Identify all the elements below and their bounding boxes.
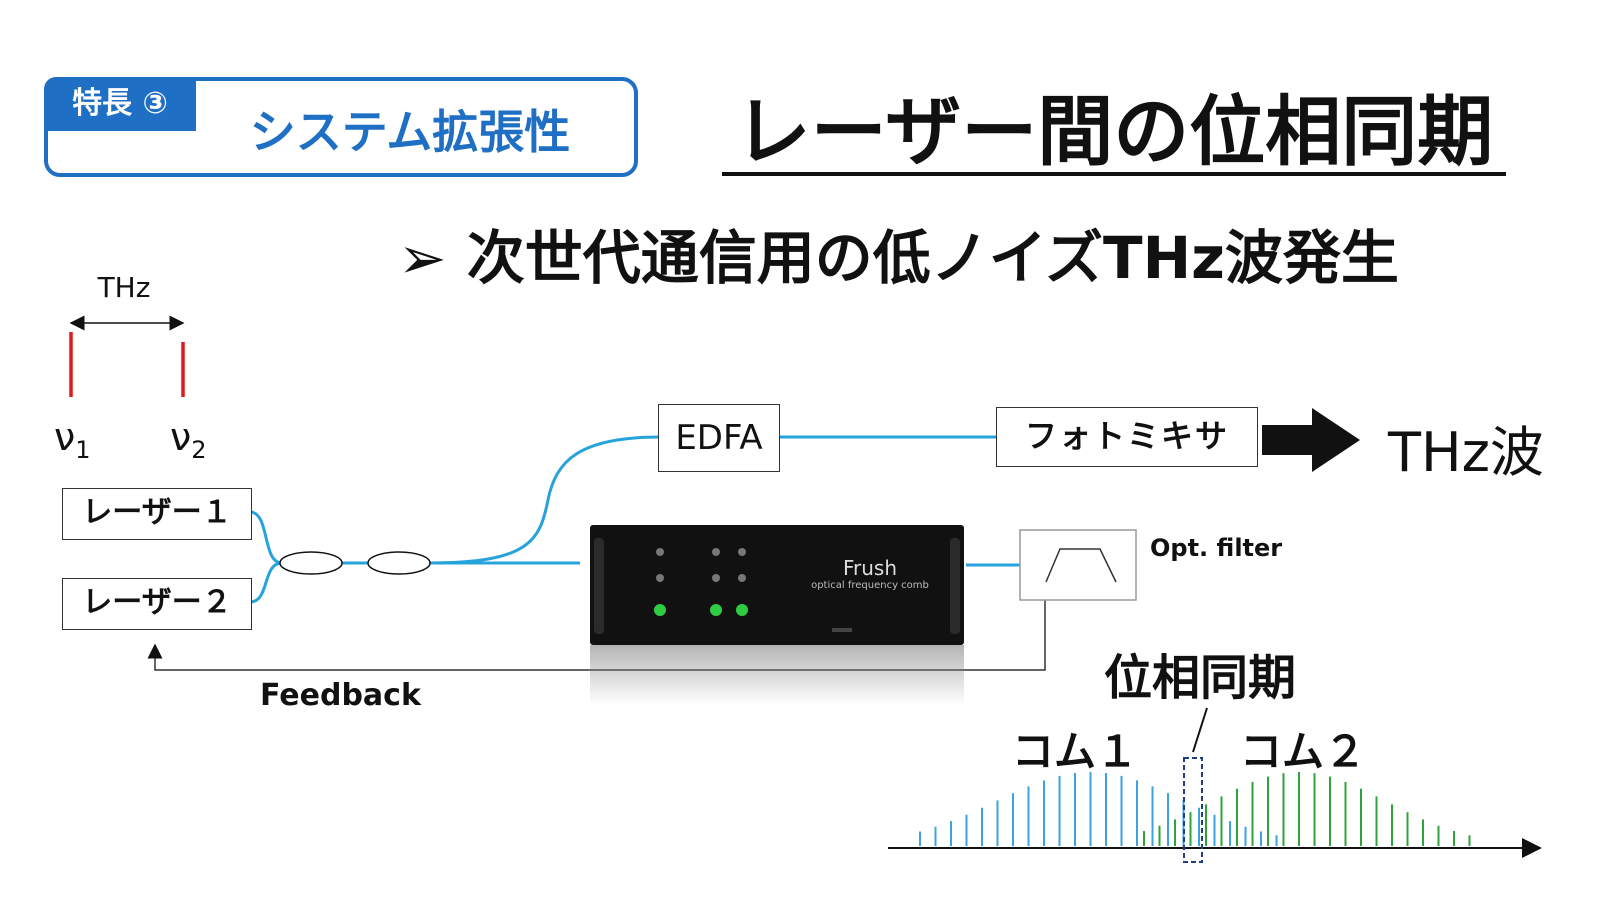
fiber-to-edfa [429, 435, 661, 565]
feature-badge-text: システム拡張性 [249, 105, 571, 159]
filter-passband-icon [1045, 548, 1117, 583]
edfa-box: EDFA [658, 404, 780, 472]
laser-1-box: レーザー１ [62, 488, 252, 540]
feedback-path [147, 600, 1046, 671]
photomixer-box: フォトミキサ [996, 407, 1258, 467]
phase-lock-label: 位相同期 [1104, 650, 1297, 706]
nu1-label: ν1 [54, 415, 91, 464]
coupler-2 [367, 551, 431, 575]
frush-device-name: Frush [842, 556, 898, 580]
optical-filter-label: Opt. filter [1150, 534, 1283, 562]
nu2-label: ν2 [170, 415, 207, 464]
comb-1-label: コム１ [1012, 727, 1139, 776]
frush-device-subtitle: optical frequency comb [811, 580, 929, 591]
phase-lock-overlap-box [1183, 757, 1203, 863]
feature-badge-tag: 特長 ③ [44, 77, 196, 131]
fiber-laser2 [249, 561, 283, 604]
coupler-1 [279, 551, 343, 575]
frush-device [590, 525, 964, 645]
output-arrow [1262, 408, 1360, 472]
thz-output-label: THz波 [1388, 421, 1544, 484]
laser-2-box: レーザー２ [62, 578, 252, 630]
feedback-label: Feedback [260, 678, 421, 713]
two-line-spectrum: THz ν1 ν2 [54, 271, 207, 464]
fiber-laser1 [249, 510, 283, 565]
comb-spectrum [888, 707, 1542, 863]
optical-fibers [249, 435, 1020, 604]
frush-device-reflection [590, 645, 964, 705]
comb-2-label: コム２ [1240, 727, 1367, 776]
optical-filter-box [1019, 529, 1137, 601]
phase-lock-pointer [1192, 707, 1208, 753]
bullet-point: ➢ 次世代通信用の低ノイズTHz波発生 [398, 224, 1399, 292]
title-underline [722, 172, 1506, 176]
page-title: レーザー間の位相同期 [734, 87, 1494, 176]
thz-spacing-label: THz [97, 271, 151, 304]
